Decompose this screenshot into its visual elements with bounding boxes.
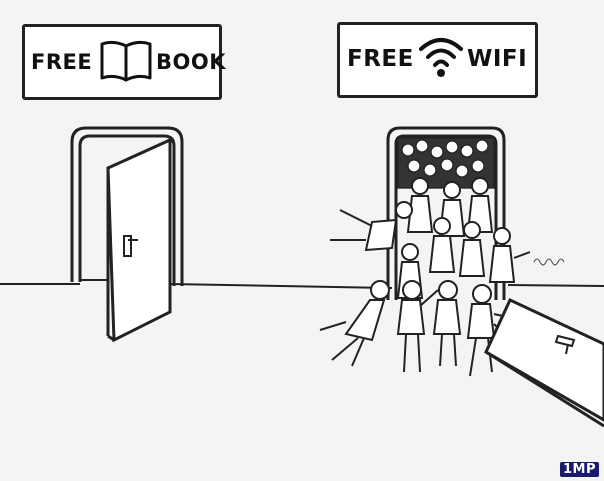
left-door-handle [123,235,138,257]
squiggle-mark [533,258,565,266]
sign-word-book: BOOK [156,50,226,74]
floor-line [0,279,604,289]
right-door [386,126,506,300]
book-icon [98,38,154,84]
crowd-background [397,137,495,189]
wifi-icon [417,31,465,81]
watermark-logo: 1MP [559,462,599,477]
free-book-sign: FREE BOOK [22,24,225,100]
sign-word-wifi: WIFI [467,46,528,72]
right-door-leaf [484,298,604,428]
sign-word-free: FREE [31,50,93,74]
crowd-figures [319,177,531,377]
right-door-handle [554,334,576,355]
left-door [70,126,184,343]
free-wifi-sign: FREE WIFI [337,22,538,98]
sign-word-free: FREE [347,46,414,72]
